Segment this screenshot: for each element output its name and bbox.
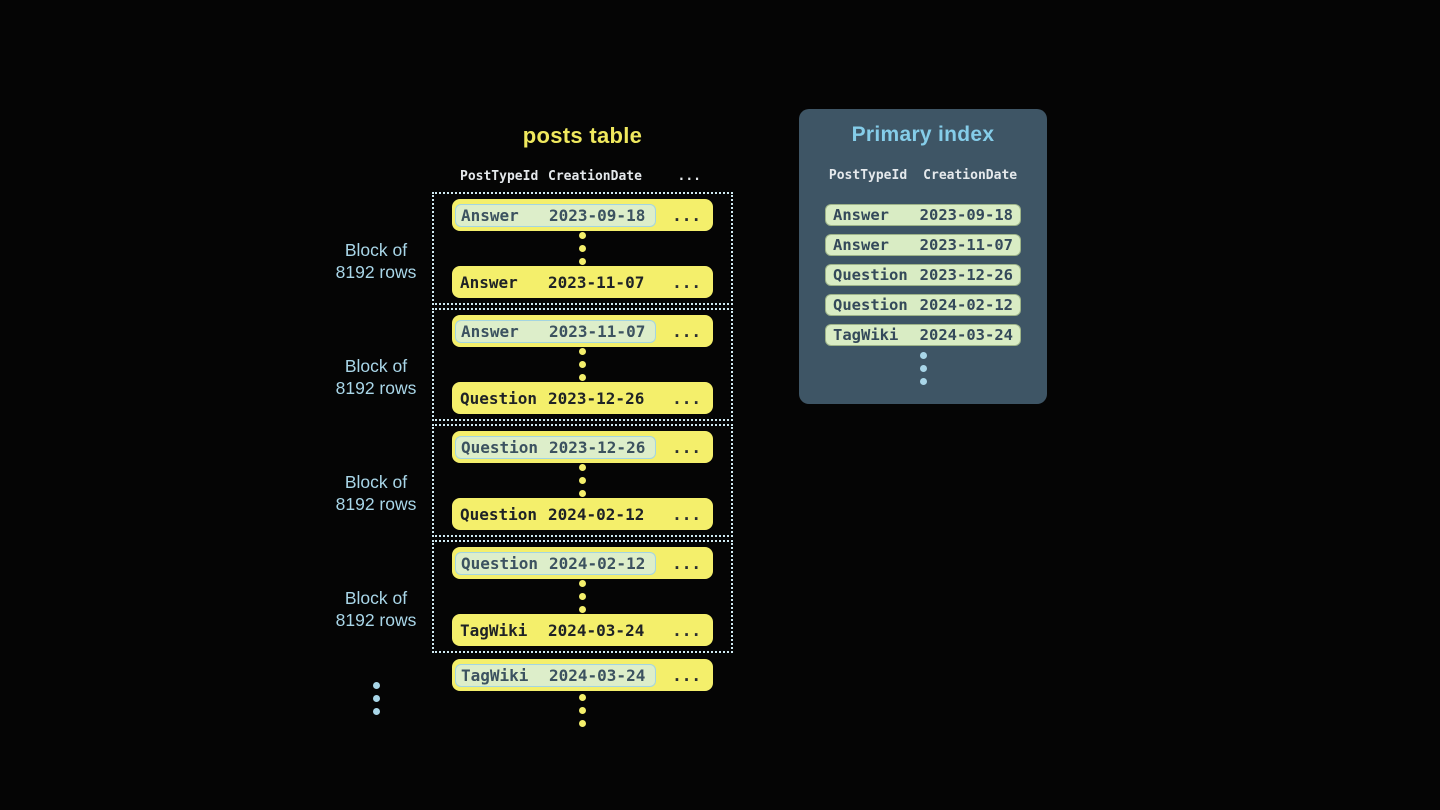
table-row-overflow: TagWiki 2024-03-24 ... [452,659,713,691]
row-ellipsis: ... [672,620,701,640]
row-posttypeid: Question [460,504,538,524]
column-ellipsis: ... [677,168,701,184]
row-ellipsis: ... [672,321,701,341]
row-creationdate: 2024-02-12 [548,504,645,524]
entry-creationdate: 2023-12-26 [919,266,1013,284]
table-row: TagWiki 2024-03-24 ... [452,614,713,646]
block-label-2: Block of 8192 rows [306,356,446,399]
row-creationdate: 2023-12-26 [548,388,645,408]
more-rows-dots [579,232,586,265]
row-posttypeid: Question [461,437,539,457]
row-creationdate: 2023-09-18 [549,205,646,225]
block-label-line2: 8192 rows [335,377,417,398]
entry-creationdate: 2023-09-18 [919,206,1013,224]
row-posttypeid: Question [461,553,539,573]
table-row: Question 2024-02-12 ... [452,547,713,579]
entry-creationdate: 2024-02-12 [919,296,1013,314]
row-ellipsis: ... [672,504,701,524]
posts-block-2: Answer 2023-11-07 ... Question 2023-12-2… [432,308,733,421]
row-ellipsis: ... [672,437,701,457]
primary-index-panel: Primary index PostTypeId CreationDate An… [799,109,1047,404]
block-label-4: Block of 8192 rows [306,588,446,631]
posts-block-1: Answer 2023-09-18 ... Answer 2023-11-07 … [432,192,733,305]
block-label-line1: Block of [344,240,408,260]
entry-posttypeid: Question [833,266,908,284]
block-label-1: Block of 8192 rows [306,240,446,283]
row-ellipsis: ... [672,205,701,225]
indexed-row-highlight: Answer 2023-11-07 [455,319,656,343]
row-creationdate: 2024-03-24 [549,665,646,685]
row-creationdate: 2023-12-26 [549,437,646,457]
block-label-line2: 8192 rows [335,261,417,282]
column-creationdate: CreationDate [923,168,1018,183]
entry-creationdate: 2023-11-07 [919,236,1013,254]
table-row: Question 2024-02-12 ... [452,498,713,530]
table-row: Answer 2023-09-18 ... [452,199,713,231]
primary-index-column-header: PostTypeId CreationDate [799,168,1047,183]
table-row: Question 2023-12-26 ... [452,382,713,414]
entry-posttypeid: TagWiki [833,326,899,344]
index-entry: Question 2024-02-12 [825,294,1021,316]
row-creationdate: 2023-11-07 [548,272,645,292]
entry-posttypeid: Answer [833,236,889,254]
posts-table-title: posts table [522,123,643,148]
entry-creationdate: 2024-03-24 [919,326,1013,344]
block-label-3: Block of 8192 rows [306,472,446,515]
more-rows-dots [579,580,586,613]
more-entries-dots [799,352,1047,385]
row-ellipsis: ... [672,272,701,292]
indexed-row-highlight: Answer 2023-09-18 [455,203,656,227]
block-label-line1: Block of [344,472,408,492]
column-posttypeid: PostTypeId [828,168,908,183]
row-posttypeid: Answer [461,321,519,341]
more-blocks-dots [306,682,446,715]
row-creationdate: 2024-03-24 [548,620,645,640]
entry-posttypeid: Question [833,296,908,314]
block-label-line1: Block of [344,356,408,376]
more-rows-dots [579,348,586,381]
primary-index-title: Primary index [851,123,995,146]
row-ellipsis: ... [672,553,701,573]
block-label-line2: 8192 rows [335,493,417,514]
column-posttypeid: PostTypeId [460,168,539,184]
table-row: Answer 2023-11-07 ... [452,315,713,347]
row-posttypeid: TagWiki [461,665,529,685]
row-creationdate: 2024-02-12 [549,553,646,573]
indexed-row-highlight: Question 2024-02-12 [455,551,656,575]
row-posttypeid: Answer [461,205,519,225]
row-creationdate: 2023-11-07 [549,321,646,341]
column-creationdate: CreationDate [548,168,642,184]
more-rows-dots [579,464,586,497]
primary-index-rows: Answer 2023-09-18 Answer 2023-11-07 Ques… [825,204,1021,346]
indexed-row-highlight: TagWiki 2024-03-24 [455,663,656,687]
index-entry: Answer 2023-09-18 [825,204,1021,226]
row-posttypeid: TagWiki [460,620,528,640]
posts-table-column-header: PostTypeId CreationDate ... [452,167,713,185]
table-row: Question 2023-12-26 ... [452,431,713,463]
entry-posttypeid: Answer [833,206,889,224]
block-label-line1: Block of [344,588,408,608]
row-posttypeid: Answer [460,272,518,292]
posts-block-4: Question 2024-02-12 ... TagWiki 2024-03-… [432,540,733,653]
index-entry: TagWiki 2024-03-24 [825,324,1021,346]
table-row: Answer 2023-11-07 ... [452,266,713,298]
row-ellipsis: ... [672,388,701,408]
indexed-row-highlight: Question 2023-12-26 [455,435,656,459]
row-posttypeid: Question [460,388,538,408]
block-label-line2: 8192 rows [335,609,417,630]
posts-block-3: Question 2023-12-26 ... Question 2024-02… [432,424,733,537]
row-ellipsis: ... [672,665,701,685]
more-rows-dots [432,694,733,727]
index-entry: Question 2023-12-26 [825,264,1021,286]
index-entry: Answer 2023-11-07 [825,234,1021,256]
